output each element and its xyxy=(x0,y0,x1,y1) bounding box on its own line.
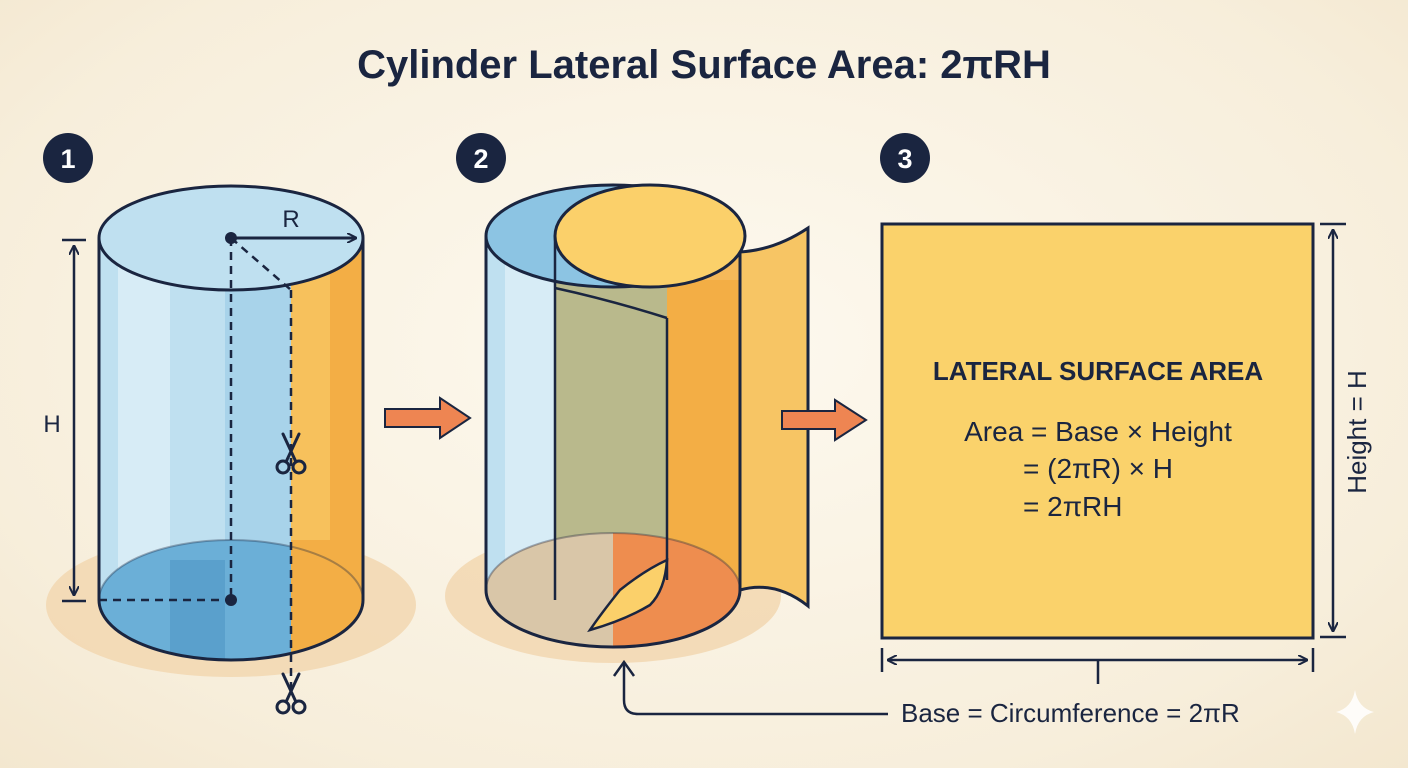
step-1-badge: 1 xyxy=(43,133,93,183)
scissors-icon xyxy=(275,672,307,715)
step-3-rectangle: LATERAL SURFACE AREA Area = Base × Heigh… xyxy=(880,222,1372,684)
peeling-sheet xyxy=(738,225,810,610)
radius-label: R xyxy=(282,206,299,233)
formula-line-2: = (2πR) × H xyxy=(1023,453,1173,484)
peel-curl xyxy=(587,557,669,633)
sparkle-icon xyxy=(1336,690,1374,734)
base-label: Base = Circumference = 2πR xyxy=(901,698,1240,728)
step-2-number: 2 xyxy=(473,144,488,174)
bottom-center-dot xyxy=(225,594,237,606)
formula-line-1: Area = Base × Height xyxy=(964,416,1232,447)
step-1-cylinder: R H xyxy=(43,184,416,715)
page-title: Cylinder Lateral Surface Area: 2πRH xyxy=(357,43,1051,87)
step-1-number: 1 xyxy=(60,144,75,174)
right-arrow-icon xyxy=(781,398,868,442)
step-2-cylinder xyxy=(445,183,810,663)
step-3-number: 3 xyxy=(897,144,912,174)
step-3-badge: 3 xyxy=(880,133,930,183)
right-arrow-icon xyxy=(384,396,472,440)
base-pointer xyxy=(622,664,888,716)
step-2-badge: 2 xyxy=(456,133,506,183)
height-label: Height = H xyxy=(1342,370,1372,494)
height-label: H xyxy=(43,411,60,438)
unrolled-rectangle xyxy=(880,222,1315,640)
rectangle-heading: LATERAL SURFACE AREA xyxy=(933,356,1264,386)
formula-line-3: = 2πRH xyxy=(1023,491,1122,522)
